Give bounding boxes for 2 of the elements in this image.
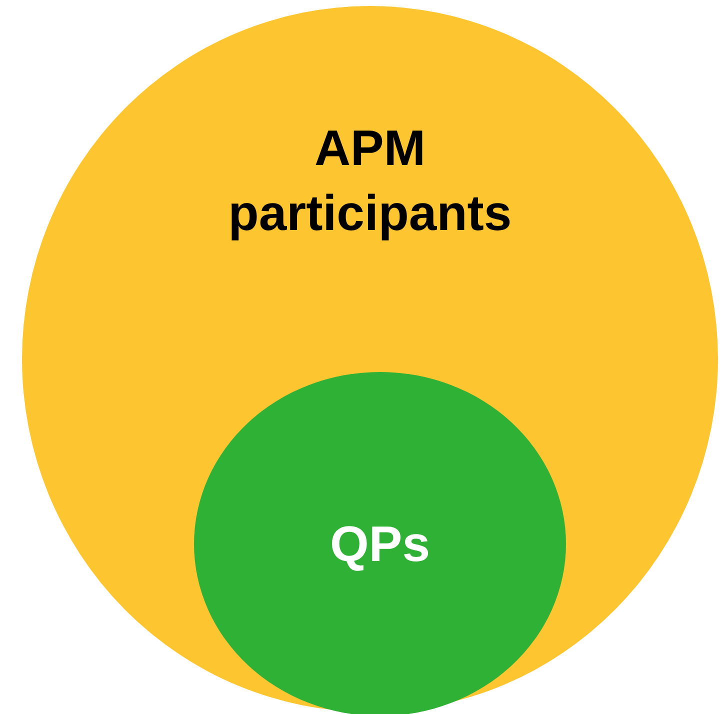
circle-label: QPs <box>328 515 432 574</box>
circle-label: APM participants <box>227 119 513 243</box>
